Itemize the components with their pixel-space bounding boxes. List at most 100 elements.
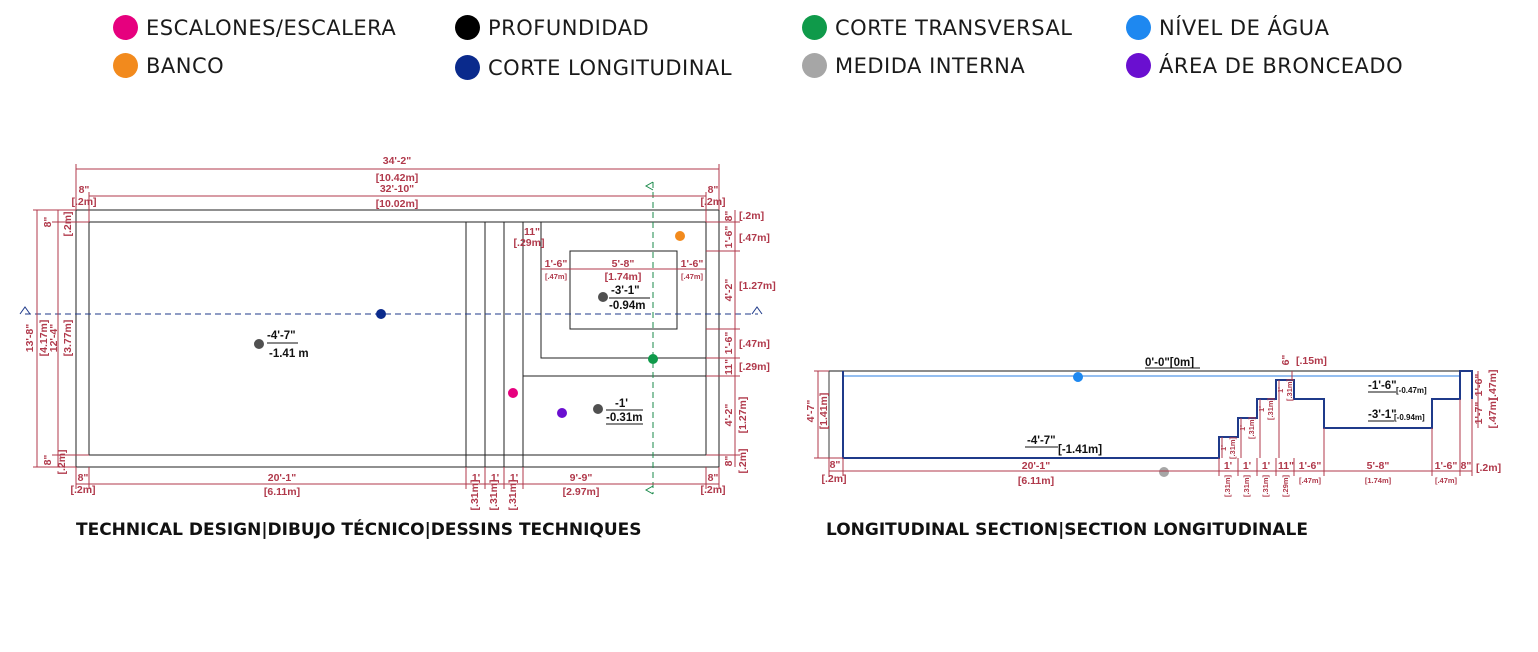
plan-view: 34'-2" [10.42m] 32'-10" [10.02m] 8" [.2m… [19, 155, 776, 511]
depth-tanning: -1' [615, 398, 628, 410]
riser-3: 1' [1257, 406, 1266, 412]
legend-nivel-agua: NÍVEL DE ÁGUA [1126, 15, 1330, 40]
dim-bench-side-right: 1'-6" [681, 258, 704, 270]
pool-inner-outline [88, 221, 707, 456]
section-view: 0'-0"[0m] -4'-7" [-1.41m] -1'-6" [-0.47m… [805, 355, 1501, 497]
purple-dot-icon [1126, 53, 1151, 78]
riser-4-m: [.31m] [1285, 378, 1294, 401]
section-dim-right-1: 1'-6" [1473, 374, 1485, 397]
dim-bench-side-left-m: [.47m] [545, 272, 568, 281]
green-dot-icon [802, 15, 827, 40]
riser-2-m: [.31m] [1247, 416, 1256, 439]
dim-overall-width: 13'-8" [24, 324, 36, 353]
section-bottom-7: 1'-6" [1299, 460, 1322, 472]
dim-bottom-2: 20'-1" [268, 472, 297, 484]
dim-right-2-m: [.47m] [739, 232, 770, 244]
legend-medida-interna: MEDIDA INTERNA [802, 53, 1025, 78]
blue-dot-icon [1126, 15, 1151, 40]
dim-right-3: 4'-2" [723, 279, 735, 302]
depth-bench: -3'-1" [611, 285, 640, 297]
section-bottom-8-m: [1.74m] [1365, 476, 1392, 485]
dim-inner-width: 12'-4" [48, 324, 60, 353]
section-arrow-icon [644, 485, 654, 495]
dim-right-7: 8" [723, 456, 735, 467]
dim-right-1: 8" [723, 211, 735, 222]
section-bottom-5: 1' [1262, 460, 1270, 472]
dim-bottom-3: 1' [472, 472, 480, 484]
dim-bench-side-left: 1'-6" [545, 258, 568, 270]
dim-bench-length-m: [1.74m] [605, 271, 642, 283]
dim-inner-length-m: [10.02m] [376, 198, 419, 210]
transversal-marker-icon [648, 354, 658, 364]
section-dim-right-2: 1'-7" [1473, 402, 1485, 425]
dim-left-top: 8" [42, 217, 54, 228]
legend-label: CORTE TRANSVERSAL [835, 15, 1073, 40]
riser-2: 1' [1238, 425, 1247, 431]
dim-bottom-6: 9'-9" [570, 472, 593, 484]
legend-corte-longitudinal: CORTE LONGITUDINAL [455, 55, 732, 80]
legend-profundidad: PROFUNDIDAD [455, 15, 649, 40]
water-level-marker-icon [1073, 372, 1083, 382]
section-tanning-depth-m: [-0.94m] [1394, 413, 1425, 422]
dim-right-5: 11" [723, 359, 735, 375]
dim-wall-right-m: [.2m] [700, 196, 725, 208]
depth-tanning-m: -0.31m [606, 412, 642, 424]
legend-label: PROFUNDIDAD [488, 15, 650, 40]
section-caption: LONGITUDINAL SECTION|SECTION LONGITUDINA… [826, 520, 1309, 540]
dim-left-bot-m: [.2m] [56, 449, 68, 474]
dim-wall-right: 8" [708, 184, 719, 196]
section-bottom-9: 1'-6" [1435, 460, 1458, 472]
dim-bottom-1: 8" [78, 472, 89, 484]
dim-bottom-3-m: [.31m] [469, 480, 481, 511]
dim-step-width-m: [.29m] [514, 237, 545, 249]
legend-label: ÁREA DE BRONCEADO [1159, 53, 1404, 78]
section-bottom-6: 11" [1278, 460, 1294, 472]
section-arrow-icon [751, 306, 763, 315]
gray-dot-icon [802, 53, 827, 78]
dim-bench-side-right-m: [.47m] [681, 272, 704, 281]
pool-outer-outline [75, 209, 720, 468]
section-tanning-depth: -3'-1" [1368, 409, 1397, 421]
legend-banco: BANCO [113, 53, 224, 78]
dim-left-bot: 8" [42, 455, 54, 466]
dim-bottom-1-m: [.2m] [70, 484, 95, 496]
dim-right-4-m: [.47m] [739, 338, 770, 350]
section-dim-depth-m: [1.41m] [818, 393, 830, 430]
section-bench-depth-m: [-0.47m] [1396, 386, 1427, 395]
section-depth-deep-m: [-1.41m] [1058, 444, 1102, 456]
section-bottom-4-m: [.31m] [1242, 474, 1251, 497]
section-arrow-icon [644, 181, 654, 191]
stairs-marker-icon [508, 388, 518, 398]
riser-1-m: [.31m] [1228, 436, 1237, 459]
legend-label: MEDIDA INTERNA [835, 53, 1026, 78]
dim-step-width: 11" [524, 226, 540, 238]
legend-label: BANCO [146, 53, 225, 78]
section-bottom-5-m: [.31m] [1261, 474, 1270, 497]
dim-right-4: 1'-6" [723, 332, 735, 355]
section-depth-deep: -4'-7" [1027, 435, 1056, 447]
navy-dot-icon [455, 55, 480, 80]
dim-right-1-m: [.2m] [739, 210, 764, 222]
section-bottom-7-m: [.47m] [1299, 476, 1322, 485]
dim-bottom-2-m: [6.11m] [264, 486, 300, 498]
dim-inner-width-m: [3.77m] [62, 320, 74, 357]
water-level-label: 0'-0"[0m] [1145, 357, 1194, 369]
section-bottom-2-m: [6.11m] [1018, 475, 1054, 487]
section-dim-depth: 4'-7" [805, 400, 817, 423]
section-bottom-3-m: [.31m] [1223, 474, 1232, 497]
dim-right-3-m: [1.27m] [739, 280, 776, 292]
section-bottom-3: 1' [1224, 460, 1232, 472]
section-bottom-10-m: [.2m] [1476, 462, 1501, 474]
depth-marker-icon [593, 404, 603, 414]
section-dim-top: 6" [1280, 355, 1292, 366]
section-bottom-9-m: [.47m] [1435, 476, 1458, 485]
section-bottom-2: 20'-1" [1022, 460, 1051, 472]
section-bottom-1: 8" [830, 459, 841, 471]
dim-right-6-m: [1.27m] [737, 397, 749, 434]
section-bottom-10: 8" [1461, 460, 1472, 472]
section-bottom-6-m: [.29m] [1281, 474, 1290, 497]
dim-bottom-5-m: [.31m] [507, 480, 519, 511]
dim-wall-left: 8" [79, 184, 90, 196]
section-bottom-4: 1' [1243, 460, 1251, 472]
